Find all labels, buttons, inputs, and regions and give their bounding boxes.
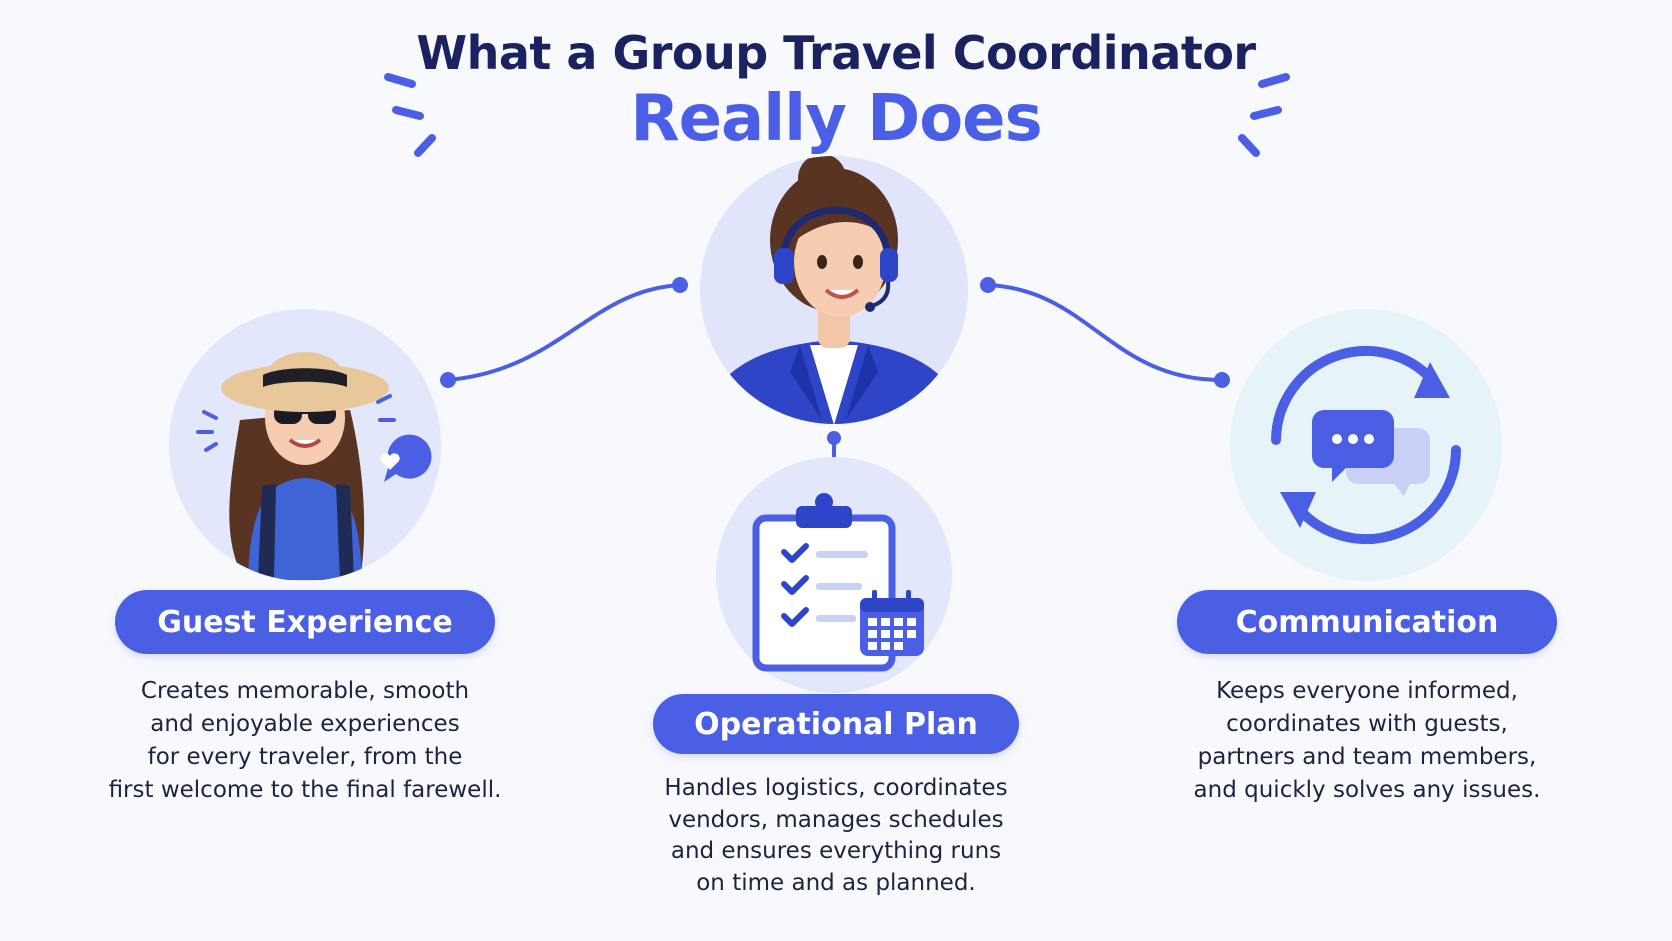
page-subtitle: Really Does: [630, 82, 1042, 156]
communication-description: Keeps everyone informed, coordinates wit…: [1162, 675, 1572, 807]
traveler-woman-icon: [169, 309, 441, 581]
chat-sync-icon: [1230, 309, 1502, 581]
coordinator-headset-icon: [700, 156, 968, 424]
guest-experience-description: Creates memorable, smooth and enjoyable …: [100, 675, 510, 807]
connector-dots: [440, 277, 1230, 445]
description-line: coordinates with guests,: [1226, 711, 1508, 737]
spark-right-icon: [1238, 73, 1290, 157]
clipboard-calendar-icon: [716, 457, 952, 693]
operational-plan-label: Operational Plan: [653, 694, 1019, 754]
description-line: Keeps everyone informed,: [1216, 678, 1518, 704]
operational-plan-description: Handles logistics, coordinates vendors, …: [634, 773, 1038, 899]
spark-left-icon: [384, 73, 436, 157]
description-line: vendors, manages schedules: [668, 806, 1004, 833]
description-line: first welcome to the final farewell.: [108, 777, 502, 803]
description-line: and enjoyable experiences: [150, 711, 460, 737]
guest-experience-label: Guest Experience: [115, 590, 495, 654]
description-line: and ensures everything runs: [670, 838, 1002, 864]
description-line: Handles logistics, coordinates: [664, 775, 1008, 801]
description-line: partners and team members,: [1197, 744, 1537, 770]
page-title: What a Group Travel Coordinator: [416, 26, 1256, 80]
description-line: for every traveler, from the: [147, 744, 463, 770]
description-line: Creates memorable, smooth: [140, 678, 470, 704]
description-line: and quickly solves any issues.: [1193, 777, 1541, 803]
communication-label: Communication: [1177, 590, 1557, 654]
description-line: on time and as planned.: [696, 869, 976, 896]
